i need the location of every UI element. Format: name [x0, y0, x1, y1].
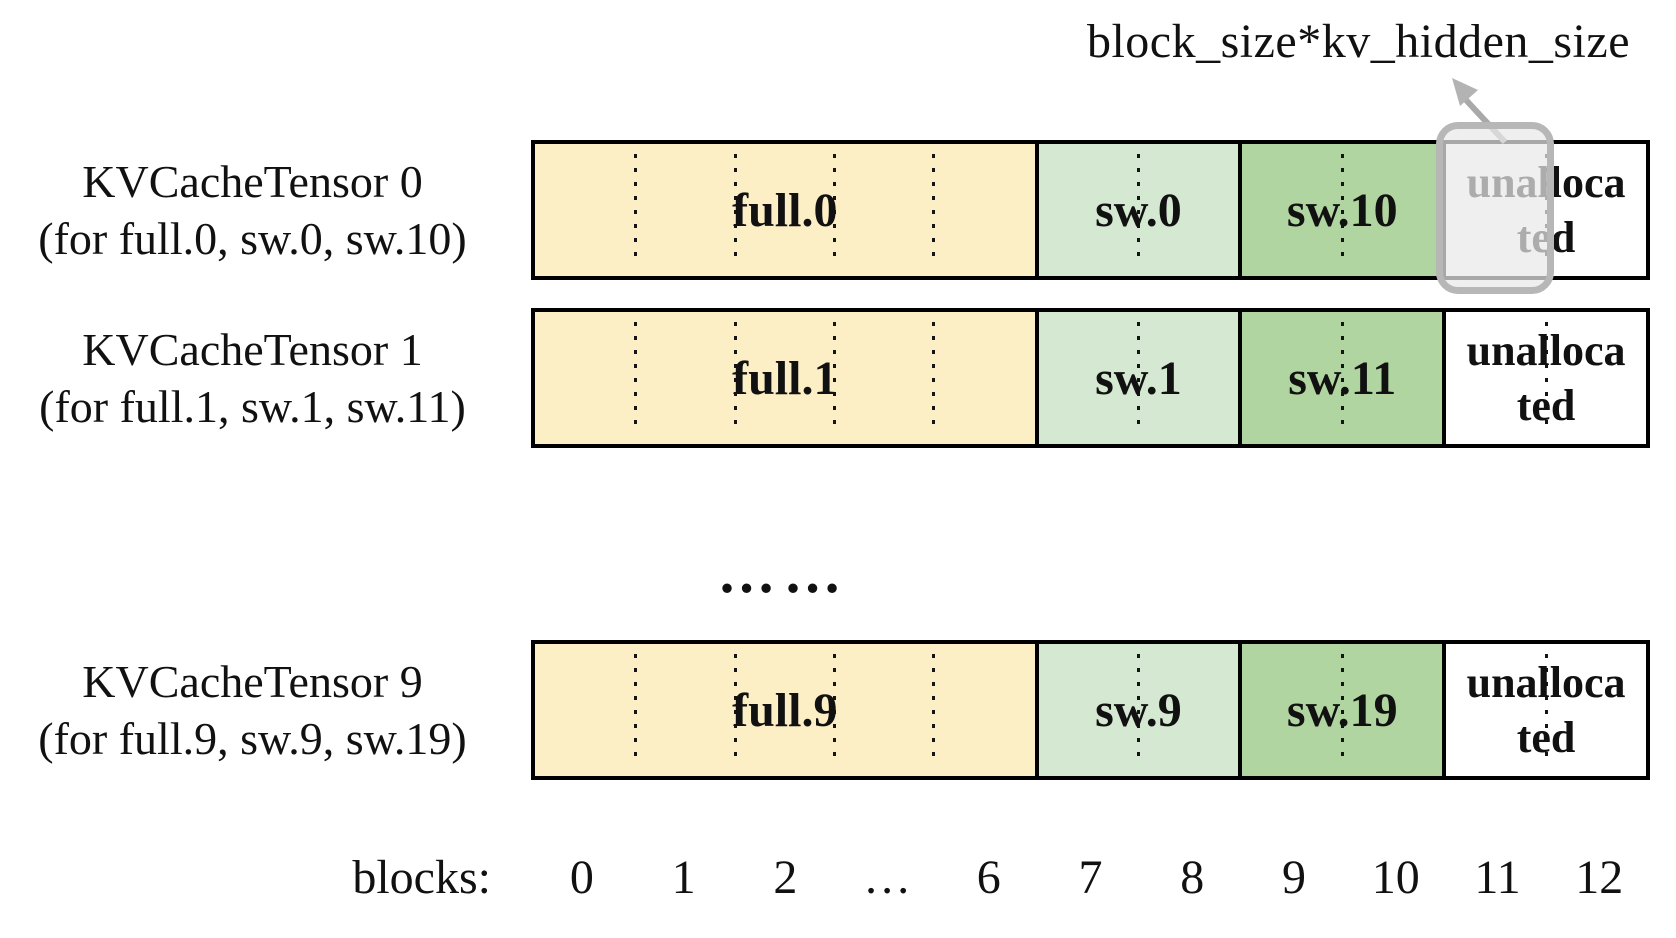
- tensor-9-segment-unallocated: unalloca ted: [1442, 644, 1646, 776]
- tensor-1-segment-unallocated: unalloca ted: [1442, 312, 1646, 444]
- tensor-0-segment-full: full.0: [535, 144, 1035, 276]
- tensor-0-segment-sw: sw.0: [1034, 144, 1239, 276]
- block-index: 12: [1575, 850, 1624, 904]
- tensor-0-subtitle: (for full.0, sw.0, sw.10): [38, 213, 467, 264]
- segment-label: sw.10: [1286, 183, 1398, 237]
- tensor-9-bar: full.9 sw.9 sw.19 unalloca ted: [531, 640, 1650, 780]
- blocks-axis-title: blocks:: [352, 850, 491, 904]
- tensor-0-segment-sw2: sw.10: [1238, 144, 1443, 276]
- segment-label: sw.0: [1095, 183, 1182, 237]
- block-index: 8: [1180, 850, 1205, 904]
- tensor-9-subtitle: (for full.9, sw.9, sw.19): [38, 713, 467, 764]
- segment-label: sw.9: [1095, 683, 1182, 737]
- blocks-axis: 0 1 2 … 6 7 8 9 10 11 12: [531, 842, 1650, 912]
- tensor-1-segment-sw: sw.1: [1034, 312, 1239, 444]
- highlighted-block-overlay: [1436, 122, 1554, 294]
- tensor-9-segment-full: full.9: [535, 644, 1035, 776]
- block-index: …: [863, 850, 912, 904]
- tensor-1-label: KVCacheTensor 1 (for full.1, sw.1, sw.11…: [0, 308, 505, 448]
- tensor-1-segment-sw2: sw.11: [1238, 312, 1443, 444]
- segment-label: sw.11: [1288, 351, 1397, 405]
- block-index: 1: [671, 850, 696, 904]
- block-index: 2: [773, 850, 798, 904]
- tensor-9-segment-sw2: sw.19: [1238, 644, 1443, 776]
- segment-label: full.0: [732, 183, 838, 237]
- tensor-1-segment-full: full.1: [535, 312, 1035, 444]
- tensor-9-label: KVCacheTensor 9 (for full.9, sw.9, sw.19…: [0, 640, 505, 780]
- segment-label: sw.19: [1286, 683, 1398, 737]
- segment-label: full.1: [732, 351, 838, 405]
- block-index: 11: [1474, 850, 1521, 904]
- segment-label: sw.1: [1095, 351, 1182, 405]
- block-index: 10: [1371, 850, 1420, 904]
- block-index: 9: [1282, 850, 1306, 904]
- block-index: 0: [569, 850, 594, 904]
- tensor-1-subtitle: (for full.1, sw.1, sw.11): [39, 381, 466, 432]
- tensor-1-title: KVCacheTensor 1: [82, 324, 423, 375]
- tensor-9-segment-sw: sw.9: [1034, 644, 1239, 776]
- tensor-1-bar: full.1 sw.1 sw.11 unalloca ted: [531, 308, 1650, 448]
- block-size-annotation: block_size*kv_hidden_size: [1086, 15, 1630, 68]
- segment-label: unalloca ted: [1466, 658, 1626, 762]
- block-index: 6: [976, 850, 1001, 904]
- block-index: 7: [1078, 850, 1103, 904]
- tensor-0-label: KVCacheTensor 0 (for full.0, sw.0, sw.10…: [0, 140, 505, 280]
- tensor-9-title: KVCacheTensor 9: [82, 656, 423, 707]
- segment-label: unalloca ted: [1466, 326, 1626, 430]
- segment-label: full.9: [732, 683, 838, 737]
- more-tensors-ellipsis: ……: [717, 539, 850, 605]
- tensor-0-title: KVCacheTensor 0: [82, 156, 423, 207]
